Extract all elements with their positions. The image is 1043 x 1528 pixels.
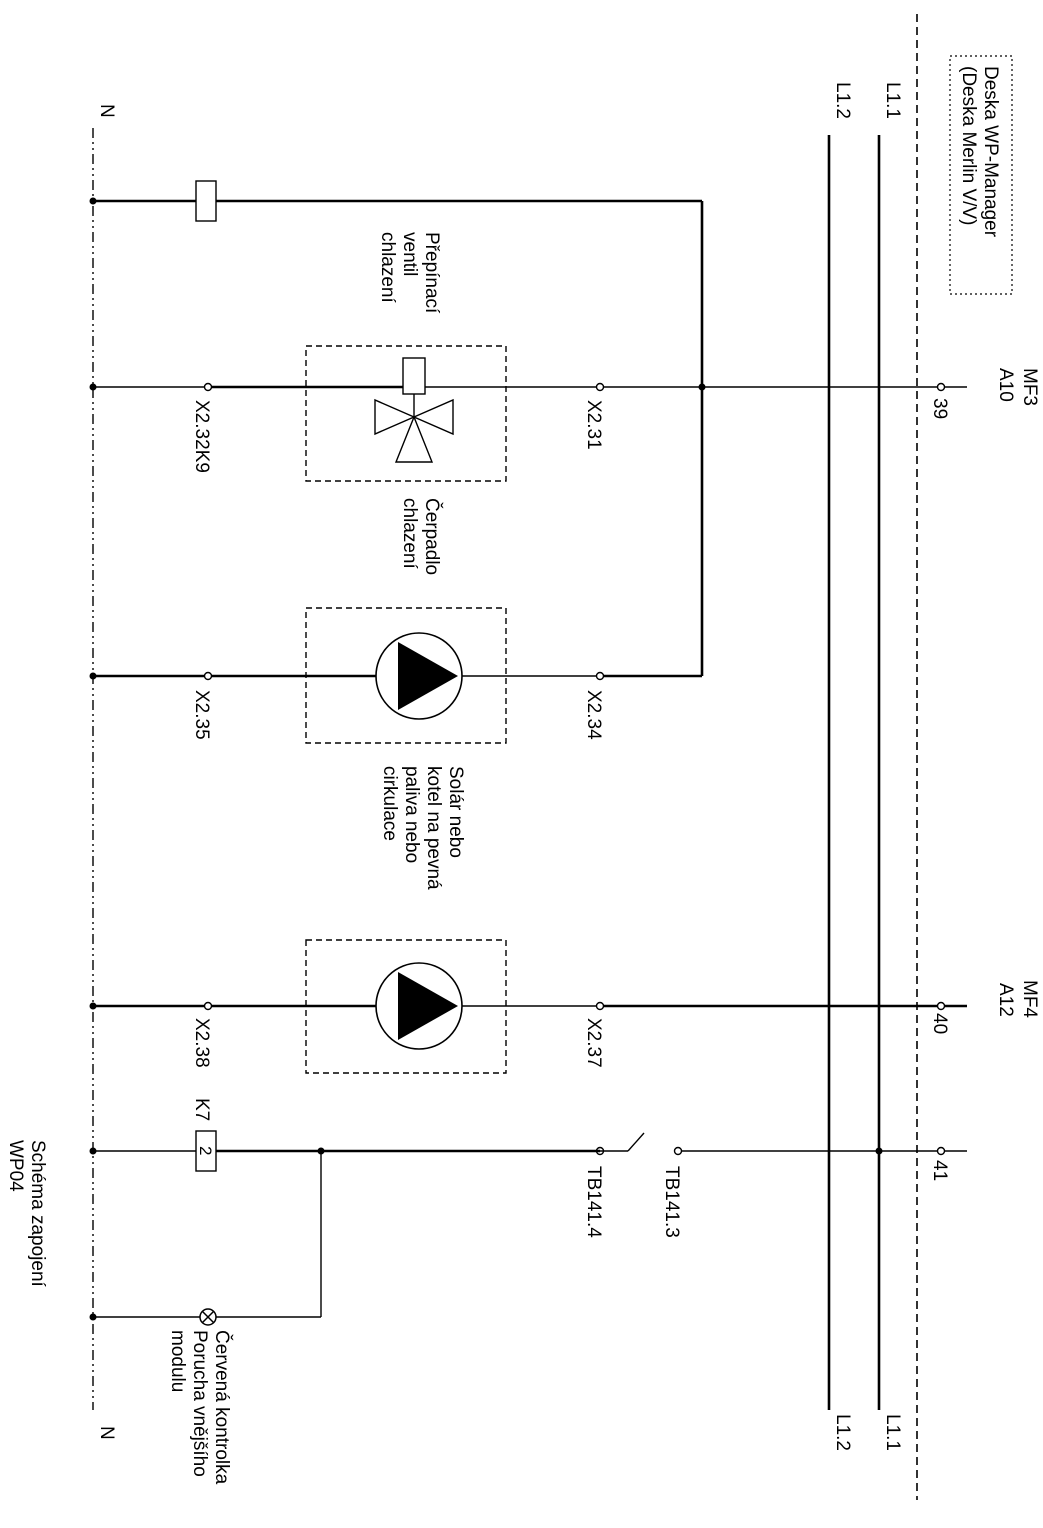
pump-node-n [89,672,97,680]
k7-node-n [89,1147,97,1155]
terminal-x237 [595,1001,605,1011]
pump-label-2: chlazení [399,498,420,569]
port-mf3: MF3 [1019,368,1040,406]
port-a12: A12 [995,983,1016,1017]
valve-label-2: ventil [399,232,420,276]
terminal-x231-label: X2.31 [583,400,604,450]
signal-lamp-icon [199,1308,217,1326]
terminal-tb1413 [673,1146,683,1156]
terminal-x235 [203,671,213,681]
rail-l11-label-top: L1.1 [882,82,903,119]
pump-box [305,607,507,744]
lamp-label-1: Červená kontrolka [211,1330,233,1485]
valve-box [305,345,507,482]
terminal-x238-label: X2.38 [191,1018,212,1068]
terminal-40 [936,1001,946,1011]
port-39: 39 [929,398,950,419]
valve-label-1: Přepínací [421,232,442,314]
footer-title: Schéma zapojení [27,1140,48,1288]
solar-pump-arrow-icon [398,972,458,1040]
terminal-tb1414-label: TB141.4 [583,1166,604,1238]
terminal-x237-label: X2.37 [583,1018,604,1068]
port-40: 40 [929,1013,950,1034]
three-way-valve-icon [374,398,454,463]
cooling-pump-arrow-icon [398,642,458,710]
footer-code: WP04 [5,1140,26,1192]
relay-node-n [89,197,97,205]
valve-node-n [89,383,97,391]
terminal-x232k9 [203,382,213,392]
rail-l11-label-bottom: L1.1 [882,1414,903,1451]
port-a10: A10 [995,368,1016,402]
rail-n-label-bottom: N [96,1426,117,1440]
terminal-39 [936,382,946,392]
rail-l12-label-top: L1.2 [832,82,853,119]
rail-n-label-top: N [96,104,117,118]
relay-coil [195,180,217,222]
terminal-x234 [595,671,605,681]
board-label-line1: Deska WP-Manager [980,66,1001,238]
solar-label-3: paliva nebo [401,766,422,863]
terminal-tb1413-label: TB141.3 [661,1166,682,1238]
terminal-x235-label: X2.35 [191,690,212,740]
terminal-x232k9-label: X2.32K9 [191,400,212,473]
rail-l12-label-bottom: L1.2 [832,1414,853,1451]
port-41: 41 [929,1160,950,1181]
terminal-x231 [595,382,605,392]
board-label-box [949,55,1013,295]
solar-pump-box [305,939,507,1074]
lamp-node-n [89,1313,97,1321]
valve-label-3: chlazení [377,232,398,303]
solar-label-1: Solár nebo [445,766,466,858]
board-label-line2: (Deska Merlin V/V) [958,66,979,225]
contact-switch [627,1132,645,1152]
terminal-x234-label: X2.34 [583,690,604,740]
lamp-label-3: modulu [167,1330,188,1392]
fault-node-l11 [875,1147,883,1155]
k7-coil-number: 2 [196,1146,215,1155]
solar-label-2: kotel na pevná [423,766,444,890]
pump-label-1: Čerpadlo [421,498,443,575]
solar-node-n [89,1002,97,1010]
k7-label: K7 [191,1098,212,1121]
terminal-41 [936,1146,946,1156]
port-mf4: MF4 [1019,980,1040,1018]
lamp-label-2: Porucha vnějšího [189,1330,210,1477]
solar-label-4: cirkulace [379,766,400,841]
terminal-x238 [203,1001,213,1011]
valve-actuator [402,357,426,395]
